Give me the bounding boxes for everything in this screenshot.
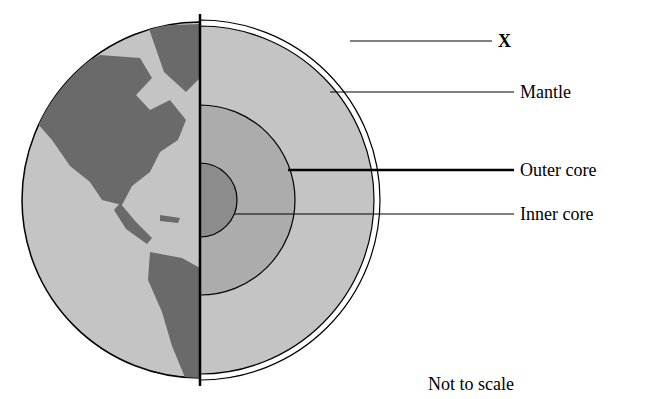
part-label: Mantle xyxy=(520,82,571,102)
mantle-layer xyxy=(200,26,374,374)
part-label: X xyxy=(498,31,511,51)
part-label: Inner core xyxy=(520,204,593,224)
leader-line xyxy=(234,213,514,214)
leader-line xyxy=(330,91,514,92)
divide-line xyxy=(199,14,202,386)
scale-note: Not to scale xyxy=(428,374,514,394)
part-label: Outer core xyxy=(520,160,596,180)
leader-line xyxy=(350,40,492,41)
outer-core-layer xyxy=(200,105,295,295)
continents xyxy=(30,24,200,380)
inner-core-layer xyxy=(200,163,237,237)
crust-layer xyxy=(200,20,380,380)
leader-line xyxy=(288,169,514,172)
